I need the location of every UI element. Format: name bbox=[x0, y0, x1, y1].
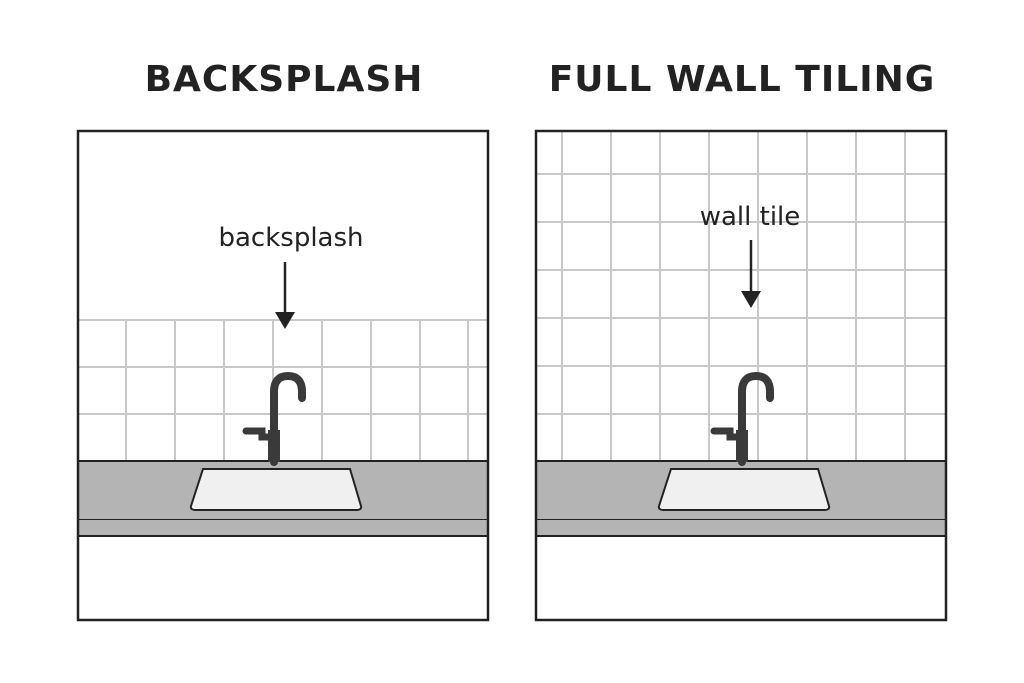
panel-frame bbox=[76, 129, 490, 622]
sink-basin bbox=[189, 468, 363, 511]
callout-arrow bbox=[741, 240, 761, 308]
callout-arrow bbox=[275, 262, 295, 329]
countertop-lip bbox=[78, 520, 488, 536]
panel-frame bbox=[534, 129, 948, 622]
wall-background bbox=[536, 131, 946, 620]
callout-label-wall-tile: wall tile bbox=[700, 202, 801, 232]
callout-label-backsplash: backsplash bbox=[218, 223, 363, 253]
countertop-lip bbox=[536, 520, 946, 536]
faucet bbox=[242, 371, 306, 466]
sink-basin bbox=[657, 468, 831, 511]
faucet bbox=[710, 371, 774, 466]
panel-full-wall-tiling: wall tile bbox=[534, 129, 948, 622]
panel-title-full-wall-tiling: FULL WALL TILING bbox=[548, 59, 936, 100]
panel-title-backsplash: BACKSPLASH bbox=[144, 59, 424, 100]
panel-backsplash: backsplash bbox=[76, 129, 490, 622]
